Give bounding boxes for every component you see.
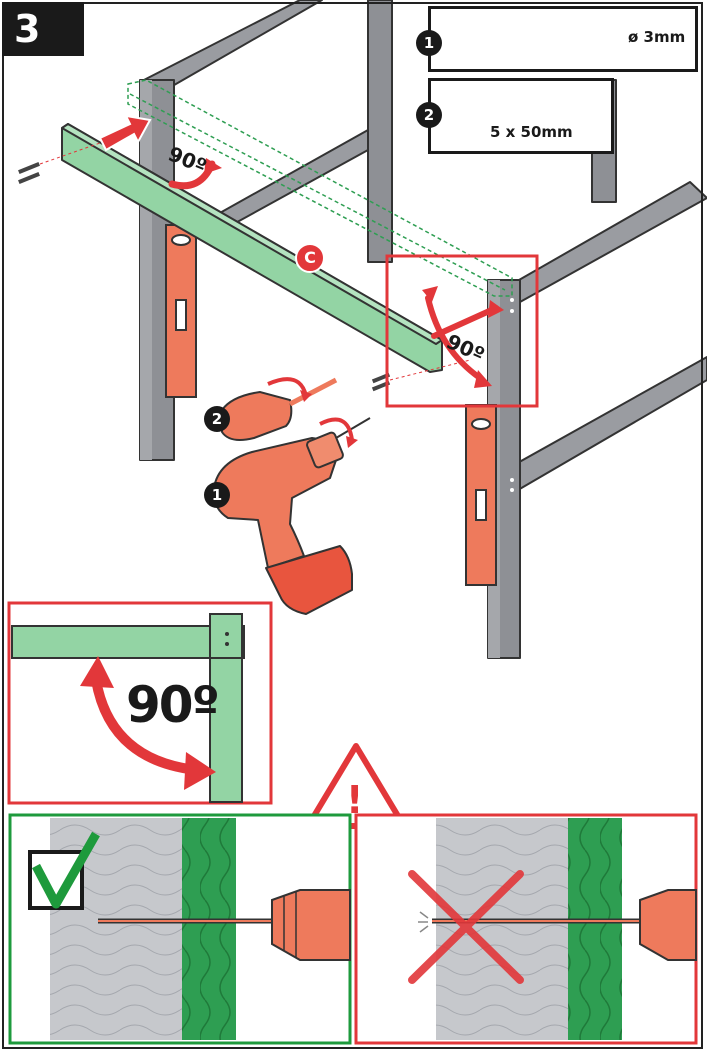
joint-arrowhead-up [422, 286, 438, 302]
warning-symbol: ! [346, 778, 364, 822]
screw-guide-line-right [389, 359, 471, 381]
cross-icon [408, 870, 524, 984]
screwdriver-index-badge: 2 [204, 406, 230, 432]
part-index-badge: 2 [416, 102, 442, 128]
rotate-arrowhead [204, 158, 222, 174]
joint-highlight-box [385, 254, 539, 408]
drill [212, 417, 371, 615]
joint-arrowhead-down [474, 370, 492, 388]
screw-size: 5 x 50mm [490, 123, 573, 141]
part-box-drill-bit [428, 6, 698, 72]
drill-bit-size: ø 3mm [628, 28, 686, 46]
detail-angle-arrow-icon [80, 656, 216, 790]
checkmark-icon [28, 831, 100, 910]
correct-drilling-panel [8, 813, 352, 1045]
board-c-label: C [304, 248, 316, 267]
part-index-badge: 1 [416, 30, 442, 56]
detail-corner-frame [11, 613, 245, 803]
joint-angle-arrow-icon [425, 295, 499, 381]
part-box-screw [428, 78, 614, 154]
insert-arrow-icon [98, 114, 152, 152]
detail-angle-label: 90º [126, 676, 220, 734]
screw-guide-line-left [39, 135, 121, 165]
drill-index-badge: 1 [204, 482, 230, 508]
incorrect-drilling-panel [354, 813, 698, 1045]
board-c-badge [295, 243, 325, 273]
screwdriver [221, 377, 338, 441]
spirit-level-left [165, 224, 197, 398]
joint-arrowhead-right [488, 300, 504, 318]
step-number: 3 [2, 2, 84, 56]
